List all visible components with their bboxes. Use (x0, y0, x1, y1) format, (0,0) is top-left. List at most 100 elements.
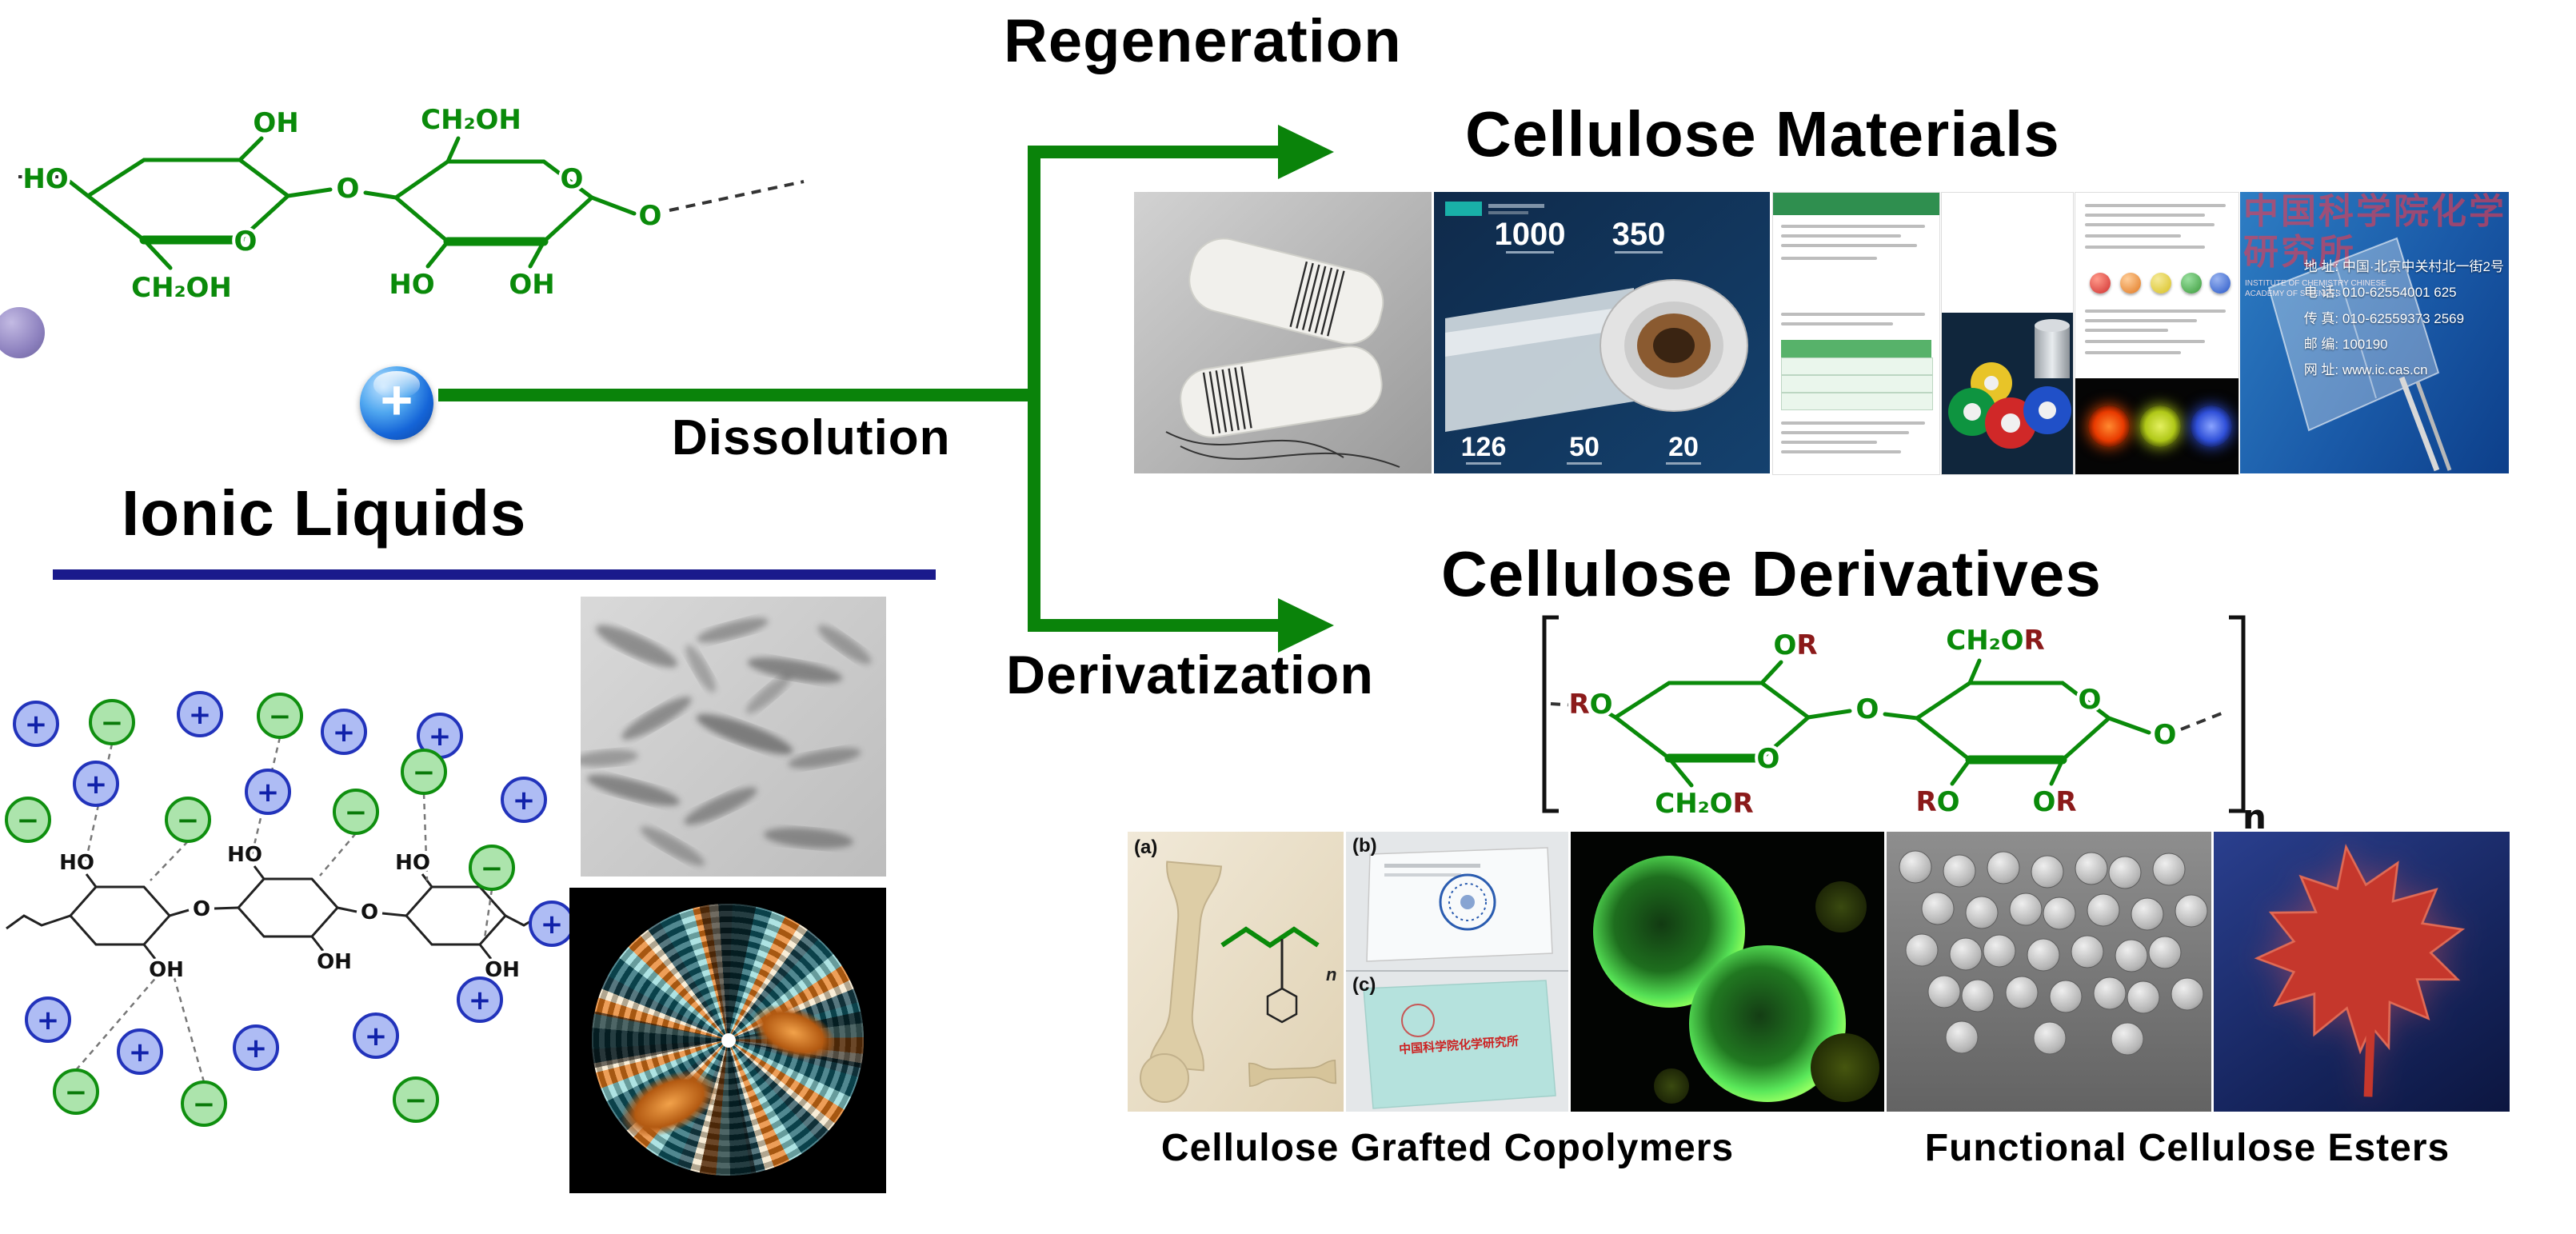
cellulose-derivative-structure: RO OR CH₂OR O CH₂OR O O RO OR O n (1542, 615, 2266, 833)
chain-label-o: O (193, 897, 210, 921)
text-line (2085, 204, 2226, 207)
image-tem-nanoparticles (581, 597, 886, 877)
text-line (2085, 329, 2168, 332)
ad-stat-top-1: 1000 (1495, 217, 1566, 252)
svg-text:−: − (481, 853, 504, 885)
benzene-ring-icon (1266, 987, 1298, 1024)
cation-icon: + (245, 769, 291, 815)
svg-text:+: + (513, 785, 536, 817)
label-ring-o-left: O (234, 226, 258, 258)
label-ro-left: RO (1568, 689, 1612, 721)
ad-stat-top-2: 350 (1612, 217, 1666, 252)
cation-icon: + (321, 709, 367, 755)
svg-text:−: − (177, 805, 200, 837)
sem-microsphere (2087, 893, 2120, 927)
sem-microsphere (2009, 893, 2043, 926)
label-o-right: O (639, 200, 662, 232)
cas-institute-en: INSTITUTE OF CHEMISTRY CHINESE ACADEMY O… (2245, 279, 2386, 298)
cellulose-structure: HO OH O CH₂OH O CH₂OH O HO OH O (18, 101, 805, 307)
sem-microsphere (2152, 853, 2186, 886)
photo-colored-tapes (1941, 192, 2074, 475)
dim-sphere (1811, 1033, 1879, 1102)
anion-icon: − (401, 749, 447, 795)
image-polarized-light-texture (569, 888, 886, 1193)
sem-microsphere (2071, 935, 2104, 968)
label-ring-o-right: O (561, 163, 584, 195)
chain-label-o: O (361, 901, 378, 925)
svg-text:+: + (469, 984, 492, 1016)
text-line (1781, 257, 1877, 260)
tem-nanorod (684, 787, 757, 825)
text-line (2085, 234, 2181, 238)
sem-microsphere (2005, 976, 2039, 1009)
svg-text:+: + (333, 717, 356, 749)
anion-icon: − (165, 797, 211, 843)
anion-icon: − (333, 789, 379, 835)
colored-sphere-blue (2210, 273, 2231, 294)
purple-sphere (0, 307, 45, 358)
text-line (2085, 214, 2205, 217)
anion-icon: − (469, 845, 515, 891)
text-line (2085, 319, 2197, 322)
svg-text:+: + (245, 1032, 268, 1064)
label-ro-bottom: RO (1915, 786, 1959, 818)
label-ch2oh-top: CH₂OH (421, 104, 521, 136)
label-ring-o-left: O (1757, 743, 1780, 775)
text-line (1781, 441, 1877, 444)
sem-microsphere (2043, 897, 2076, 930)
glow-dot-red (2088, 405, 2130, 447)
text-line (1781, 244, 1917, 247)
sem-microsphere (1949, 937, 1983, 971)
sem-microsphere (2075, 852, 2108, 885)
text-line (1781, 322, 1893, 325)
label-ho-left: HO (22, 163, 68, 195)
sem-microsphere (1905, 933, 1939, 967)
label-or-top: OR (1773, 629, 1817, 661)
svg-text:−: − (413, 757, 436, 789)
spec-table-row (1781, 393, 1933, 410)
cation-icon: + (353, 1012, 399, 1059)
tem-nanorod (764, 828, 853, 849)
plus-glyph: + (380, 369, 413, 431)
svg-text:+: + (541, 909, 564, 940)
cas-line-url: 网 址: www.ic.cas.cn (2303, 362, 2428, 378)
ad-stat-bottom-3: 20 (1668, 432, 1699, 462)
dots-dark-strip (2075, 378, 2239, 474)
heading-cellulose-derivatives: Cellulose Derivatives (1441, 538, 2102, 609)
caption-functional-cellulose-esters: Functional Cellulose Esters (1924, 1127, 2450, 1169)
anion-icon: − (5, 797, 51, 843)
film-c (1363, 980, 1556, 1109)
label-subscript-n: n (2243, 797, 2266, 833)
text-line (1781, 421, 1925, 425)
anion-icon: − (181, 1080, 227, 1127)
sem-microsphere (1899, 850, 1932, 884)
tem-nanorod (745, 674, 792, 714)
text-line (2085, 351, 2181, 354)
svg-text:+: + (365, 1020, 388, 1052)
spec-table-header (1781, 340, 1931, 357)
svg-text:−: − (65, 1076, 88, 1108)
maple-leaf-icon (2254, 843, 2466, 1055)
glow-dot-green (2139, 405, 2181, 447)
cation-icon: + (457, 976, 503, 1023)
cation-icon: + (25, 996, 71, 1043)
sem-microsphere (1945, 1020, 1979, 1054)
anion-icon: − (89, 699, 135, 745)
tem-nanorod (817, 625, 872, 665)
cation-icon: + (233, 1024, 279, 1071)
arrow-regeneration-head-icon (1278, 125, 1334, 179)
heading-derivatization: Derivatization (1006, 645, 1374, 705)
caption-cellulose-grafted-copolymers: Cellulose Grafted Copolymers (1160, 1127, 1735, 1169)
tweezers-icon (2398, 376, 2440, 472)
chain-label-ho: HO (227, 843, 262, 867)
sem-microsphere (2127, 980, 2160, 1014)
anion-icon: − (393, 1076, 439, 1123)
graft-subscript-n: n (1326, 964, 1336, 984)
panel-label-c: (c) (1352, 974, 1376, 996)
sem-microsphere (1987, 851, 2020, 885)
ionic-liquid-cellulose-diagram: HO HO HO OH OH OH O O +++++++++++++−−−−−… (5, 691, 575, 1127)
spec-table-row (1781, 357, 1933, 375)
dim-sphere (1815, 881, 1867, 932)
svg-text:+: + (189, 699, 212, 731)
